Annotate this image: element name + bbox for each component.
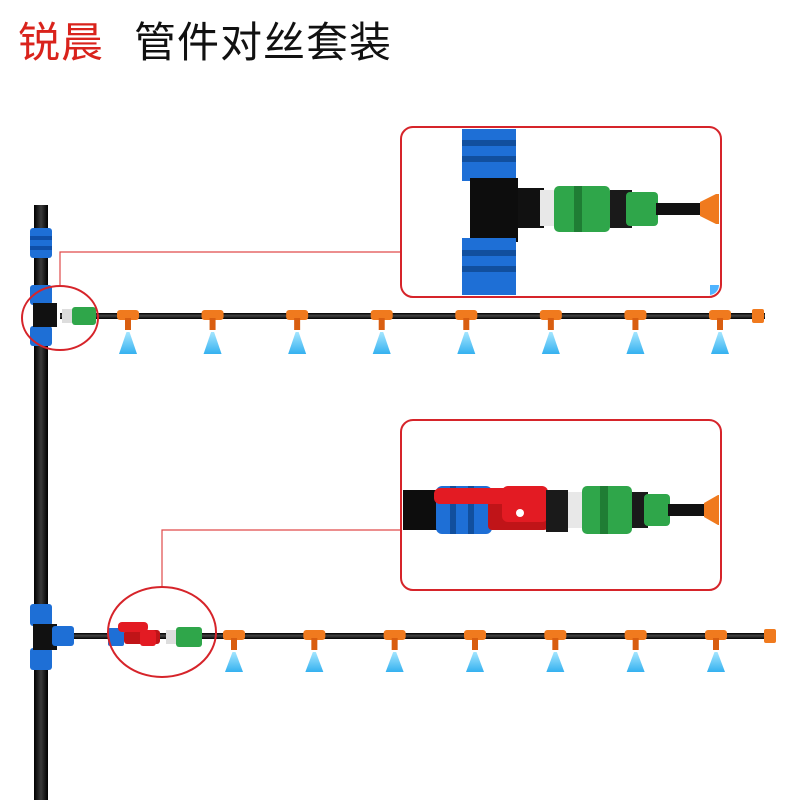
- mist-nozzle-icon: [539, 310, 562, 354]
- mist-nozzle-icon: [544, 630, 567, 672]
- mist-nozzle-icon: [383, 630, 406, 672]
- mist-nozzle-icon: [624, 310, 647, 354]
- mist-nozzle-icon: [705, 630, 727, 672]
- green-adapter-icon: [554, 186, 658, 232]
- upper-end-plug-icon: [752, 309, 764, 323]
- lower-highlight-circle: [107, 586, 217, 678]
- brand-name: 锐晨: [18, 18, 105, 67]
- valve-green-adapter-icon: [582, 486, 670, 534]
- upper-tee-connector-icon: [30, 285, 57, 346]
- top-coupler-icon: [30, 228, 52, 258]
- upper-branch: [30, 285, 765, 354]
- tee-joint-detail-callout: [400, 126, 722, 298]
- orange-end-plug-icon: [700, 194, 719, 224]
- mist-nozzle-icon: [223, 630, 245, 672]
- mist-nozzle-icon: [370, 310, 393, 354]
- blue-tee-connector-icon: [462, 129, 518, 295]
- upper-highlight-circle: [21, 285, 99, 351]
- lower-green-adapter-icon: [166, 627, 202, 647]
- lower-callout-leader-line: [161, 529, 402, 587]
- mist-nozzle-icon: [117, 310, 139, 354]
- mist-nozzle-icon: [624, 630, 647, 672]
- mist-nozzle-icon: [201, 310, 224, 354]
- mist-nozzle-icon: [455, 310, 478, 354]
- lower-tee-connector-icon: [30, 604, 74, 670]
- valve-orange-end-plug-icon: [704, 495, 719, 525]
- upper-callout-leader-line: [59, 251, 402, 285]
- lower-branch: [30, 604, 776, 672]
- upper-green-adapter-icon: [62, 307, 96, 325]
- valve-joint-detail-callout: [400, 419, 722, 591]
- lower-red-ball-valve-icon: [108, 622, 160, 646]
- mist-nozzle-icon: [464, 630, 486, 672]
- page-title: 锐晨管件对丝套装: [18, 12, 392, 74]
- red-ball-valve-icon: [434, 486, 568, 532]
- mist-nozzle-icon: [303, 630, 326, 672]
- lower-end-plug-icon: [764, 629, 776, 643]
- mist-nozzle-icon: [709, 310, 731, 354]
- product-name: 管件对丝套装: [134, 18, 393, 67]
- mist-nozzle-icon: [286, 310, 309, 354]
